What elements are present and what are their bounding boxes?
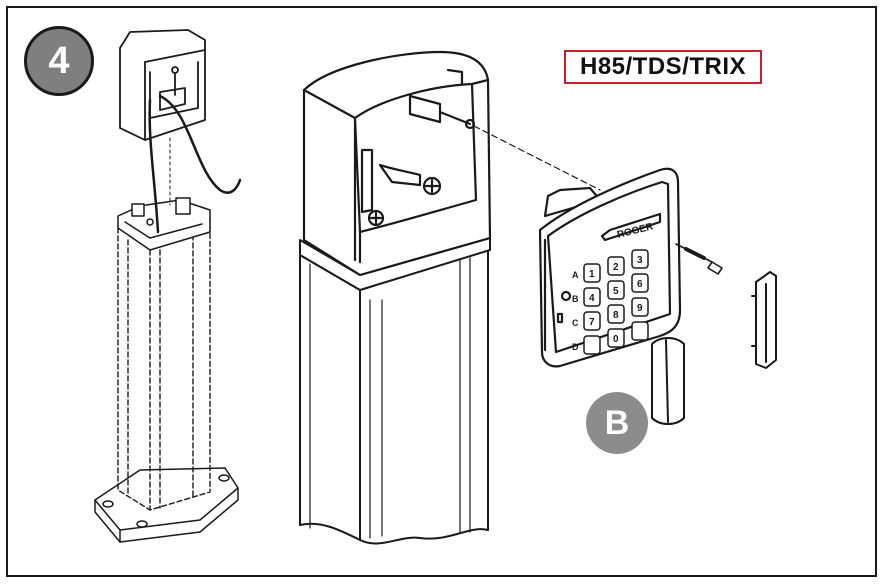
part-b-badge: B [586, 392, 648, 454]
screw [675, 243, 723, 275]
small-column-top [117, 197, 211, 251]
keypad-row-label: D [572, 342, 579, 352]
keypad-key [607, 280, 625, 300]
cables [148, 94, 242, 234]
assembly-guide-line [473, 125, 601, 191]
keypad-row-label: A [572, 270, 579, 280]
cap-part [651, 337, 685, 425]
step-number-badge: 4 [24, 26, 94, 96]
model-label: H85/TDS/TRIX [564, 50, 762, 84]
keypad-key [583, 311, 601, 331]
keypad-key-label: 0 [613, 334, 619, 345]
keypad-key [631, 297, 649, 317]
keypad-row-label: C [572, 318, 579, 328]
keypad-key-label: 6 [637, 279, 643, 290]
keypad-key-label: 8 [613, 310, 619, 321]
keypad-row-label: B [572, 294, 579, 304]
keypad-key [631, 249, 649, 269]
keypad-key-label: 2 [613, 262, 619, 273]
keypad-key [607, 256, 625, 276]
keypad-key-label: 5 [613, 286, 619, 297]
main-housing [302, 50, 492, 277]
keypad-key [631, 273, 649, 293]
small-column-base [94, 467, 239, 543]
keypad-key [583, 287, 601, 307]
keypad-key-label: 3 [637, 255, 643, 266]
keypad-key-label: 7 [589, 317, 595, 328]
keypad-key-label: 1 [589, 269, 595, 280]
keypad-key-label: 9 [637, 303, 643, 314]
keypad-key [583, 263, 601, 283]
side-clip [751, 271, 777, 369]
keypad-key [583, 335, 601, 355]
main-column-body [299, 249, 489, 545]
keypad-key [607, 304, 625, 324]
keypad-key [631, 321, 649, 341]
small-column-body [117, 217, 211, 511]
small-housing [119, 29, 206, 141]
keypad-key [607, 328, 625, 348]
keypad-key-label: 4 [589, 293, 595, 304]
